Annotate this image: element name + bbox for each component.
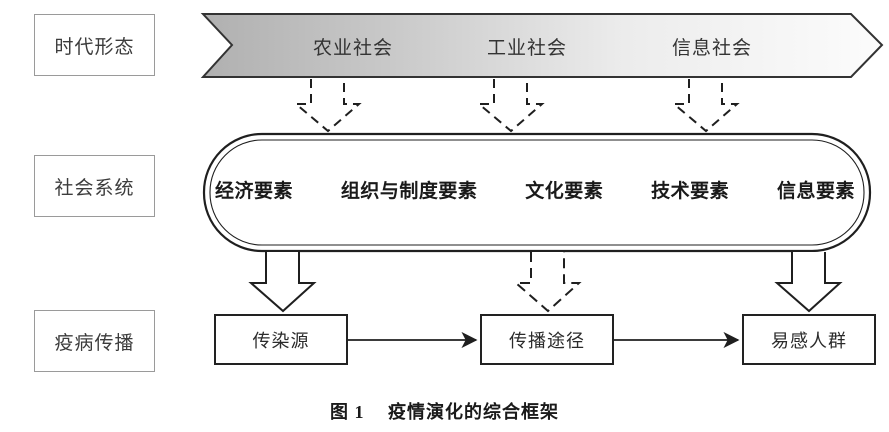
connector-system-to-epidemic-1 — [513, 252, 582, 313]
connector-era-to-system-2 — [671, 79, 740, 133]
social-system-element-list: 经济要素 组织与制度要素 文化要素 技术要素 信息要素 — [215, 176, 855, 203]
figure-caption: 图 1 疫情演化的综合框架 — [0, 398, 889, 424]
social-system-element-1: 组织与制度要素 — [340, 181, 478, 202]
social-system-element-4: 信息要素 — [776, 181, 855, 202]
epidemic-node-route-label: 传播途径 — [509, 330, 585, 351]
epidemic-node-susceptible-label: 易感人群 — [771, 330, 847, 351]
figure-caption-text: 疫情演化的综合框架 — [388, 402, 559, 422]
row-label-epidemic: 疫病传播 — [34, 310, 155, 372]
row-label-social-system-text: 社会系统 — [54, 177, 135, 199]
era-stage-label-1: 工业社会 — [487, 38, 568, 59]
era-stage-label-0: 农业社会 — [313, 38, 394, 59]
connector-era-to-system-1 — [476, 79, 545, 133]
epidemic-node-source: 传染源 — [214, 314, 348, 365]
epidemic-node-source-label: 传染源 — [252, 330, 310, 351]
row-label-social-system: 社会系统 — [34, 155, 155, 217]
figure-caption-number: 图 1 — [330, 402, 365, 422]
era-banner-shape — [200, 13, 884, 78]
epidemic-node-susceptible: 易感人群 — [742, 314, 876, 365]
connector-system-to-epidemic-0 — [248, 252, 317, 313]
row-label-era-text: 时代形态 — [54, 36, 135, 58]
connector-era-to-system-0 — [293, 79, 362, 133]
social-system-shape — [202, 132, 872, 253]
era-stage-label-2: 信息社会 — [672, 38, 753, 59]
social-system-element-2: 文化要素 — [525, 181, 604, 202]
social-system-element-3: 技术要素 — [651, 181, 730, 202]
row-label-epidemic-text: 疫病传播 — [54, 332, 135, 354]
epidemic-node-route: 传播途径 — [480, 314, 614, 365]
social-system-element-0: 经济要素 — [215, 181, 294, 202]
row-label-era: 时代形态 — [34, 14, 155, 76]
connector-system-to-epidemic-2 — [774, 252, 843, 313]
